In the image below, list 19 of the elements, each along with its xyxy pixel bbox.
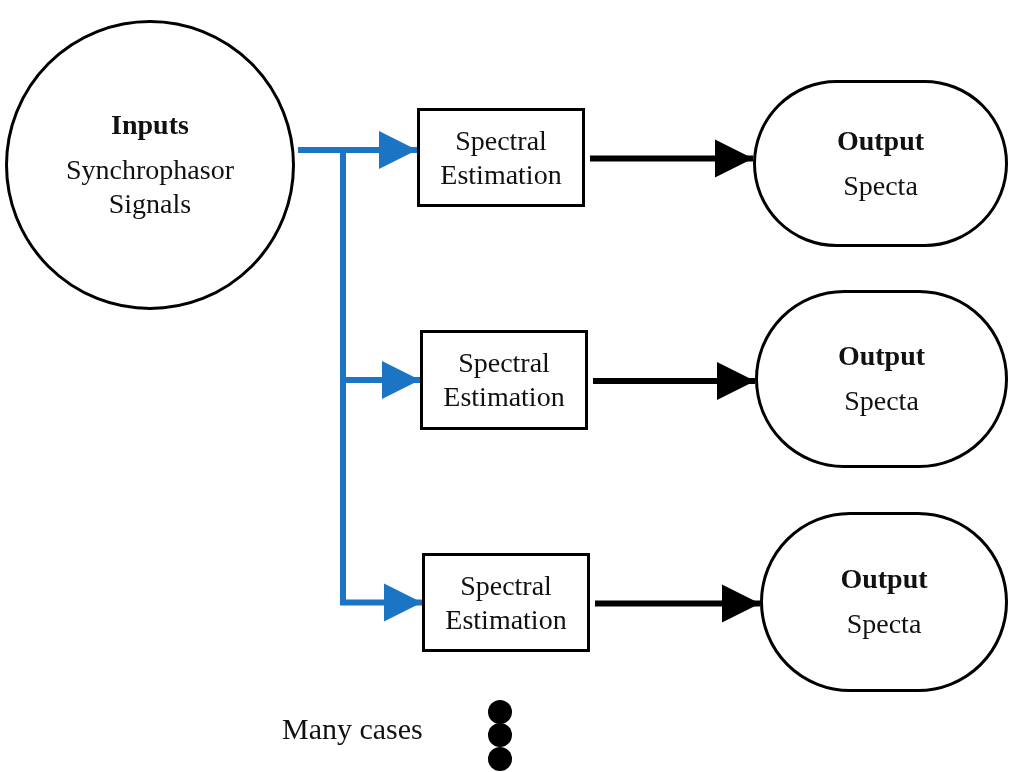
node-label: Specta	[846, 607, 922, 641]
process-box	[422, 553, 590, 652]
arrow	[595, 584, 760, 623]
process-box	[420, 330, 588, 430]
node-label: Synchrophasor Signals	[65, 153, 235, 221]
node-heading: Inputs	[111, 109, 189, 142]
note-text: Many cases	[282, 712, 423, 746]
node-label: Specta	[843, 168, 918, 203]
node-heading: Output	[837, 340, 926, 373]
node-heading: Output	[840, 563, 928, 596]
node-label: Spectral Estimation	[439, 123, 563, 192]
process-box	[417, 108, 585, 207]
node-heading: Output	[836, 124, 925, 157]
node-label: Spectral Estimation	[442, 346, 566, 414]
arrow	[593, 362, 755, 400]
node-label: Spectral Estimation	[444, 568, 568, 637]
node-label: Specta	[844, 384, 919, 418]
arrow	[590, 139, 753, 178]
arrow	[298, 147, 422, 622]
